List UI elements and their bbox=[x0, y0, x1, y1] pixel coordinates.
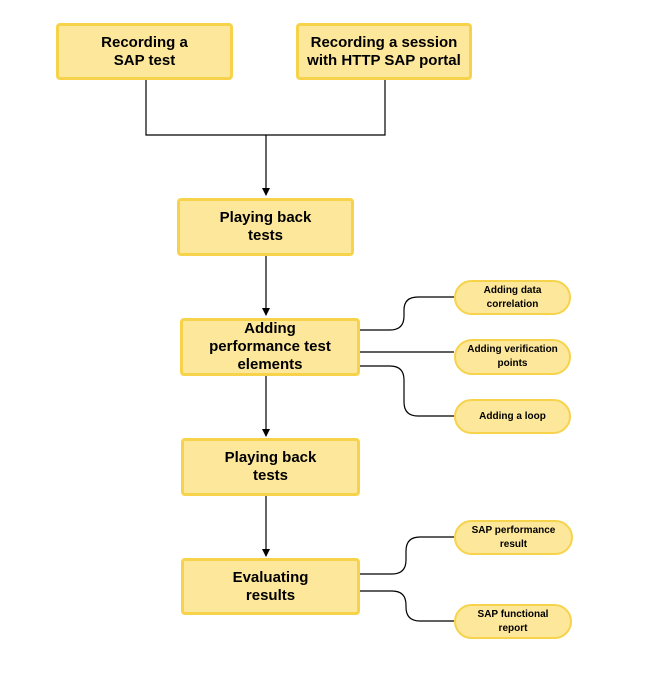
substep-sap-performance-result: SAP performance result bbox=[454, 520, 573, 555]
branch-performance-result bbox=[360, 536, 454, 575]
step-adding-performance-elements: Adding performance test elements bbox=[180, 318, 360, 376]
substep-adding-data-correlation: Adding data correlation bbox=[454, 280, 571, 315]
step-playing-back-tests-2: Playing back tests bbox=[181, 438, 360, 496]
branch-functional-report bbox=[360, 590, 454, 622]
substep-sap-functional-report: SAP functional report bbox=[454, 604, 572, 639]
substep-adding-loop: Adding a loop bbox=[454, 399, 571, 434]
step-playing-back-tests-1: Playing back tests bbox=[177, 198, 354, 256]
branch-loop bbox=[360, 365, 454, 417]
step-recording-http-session: Recording a session with HTTP SAP portal bbox=[296, 23, 472, 80]
connector-record-http bbox=[266, 80, 386, 136]
substep-adding-verification-points: Adding verification points bbox=[454, 339, 571, 375]
connector-record-sap bbox=[145, 80, 266, 136]
step-recording-sap-test: Recording a SAP test bbox=[56, 23, 233, 80]
branch-data-correlation bbox=[360, 296, 454, 331]
step-evaluating-results: Evaluating results bbox=[181, 558, 360, 615]
